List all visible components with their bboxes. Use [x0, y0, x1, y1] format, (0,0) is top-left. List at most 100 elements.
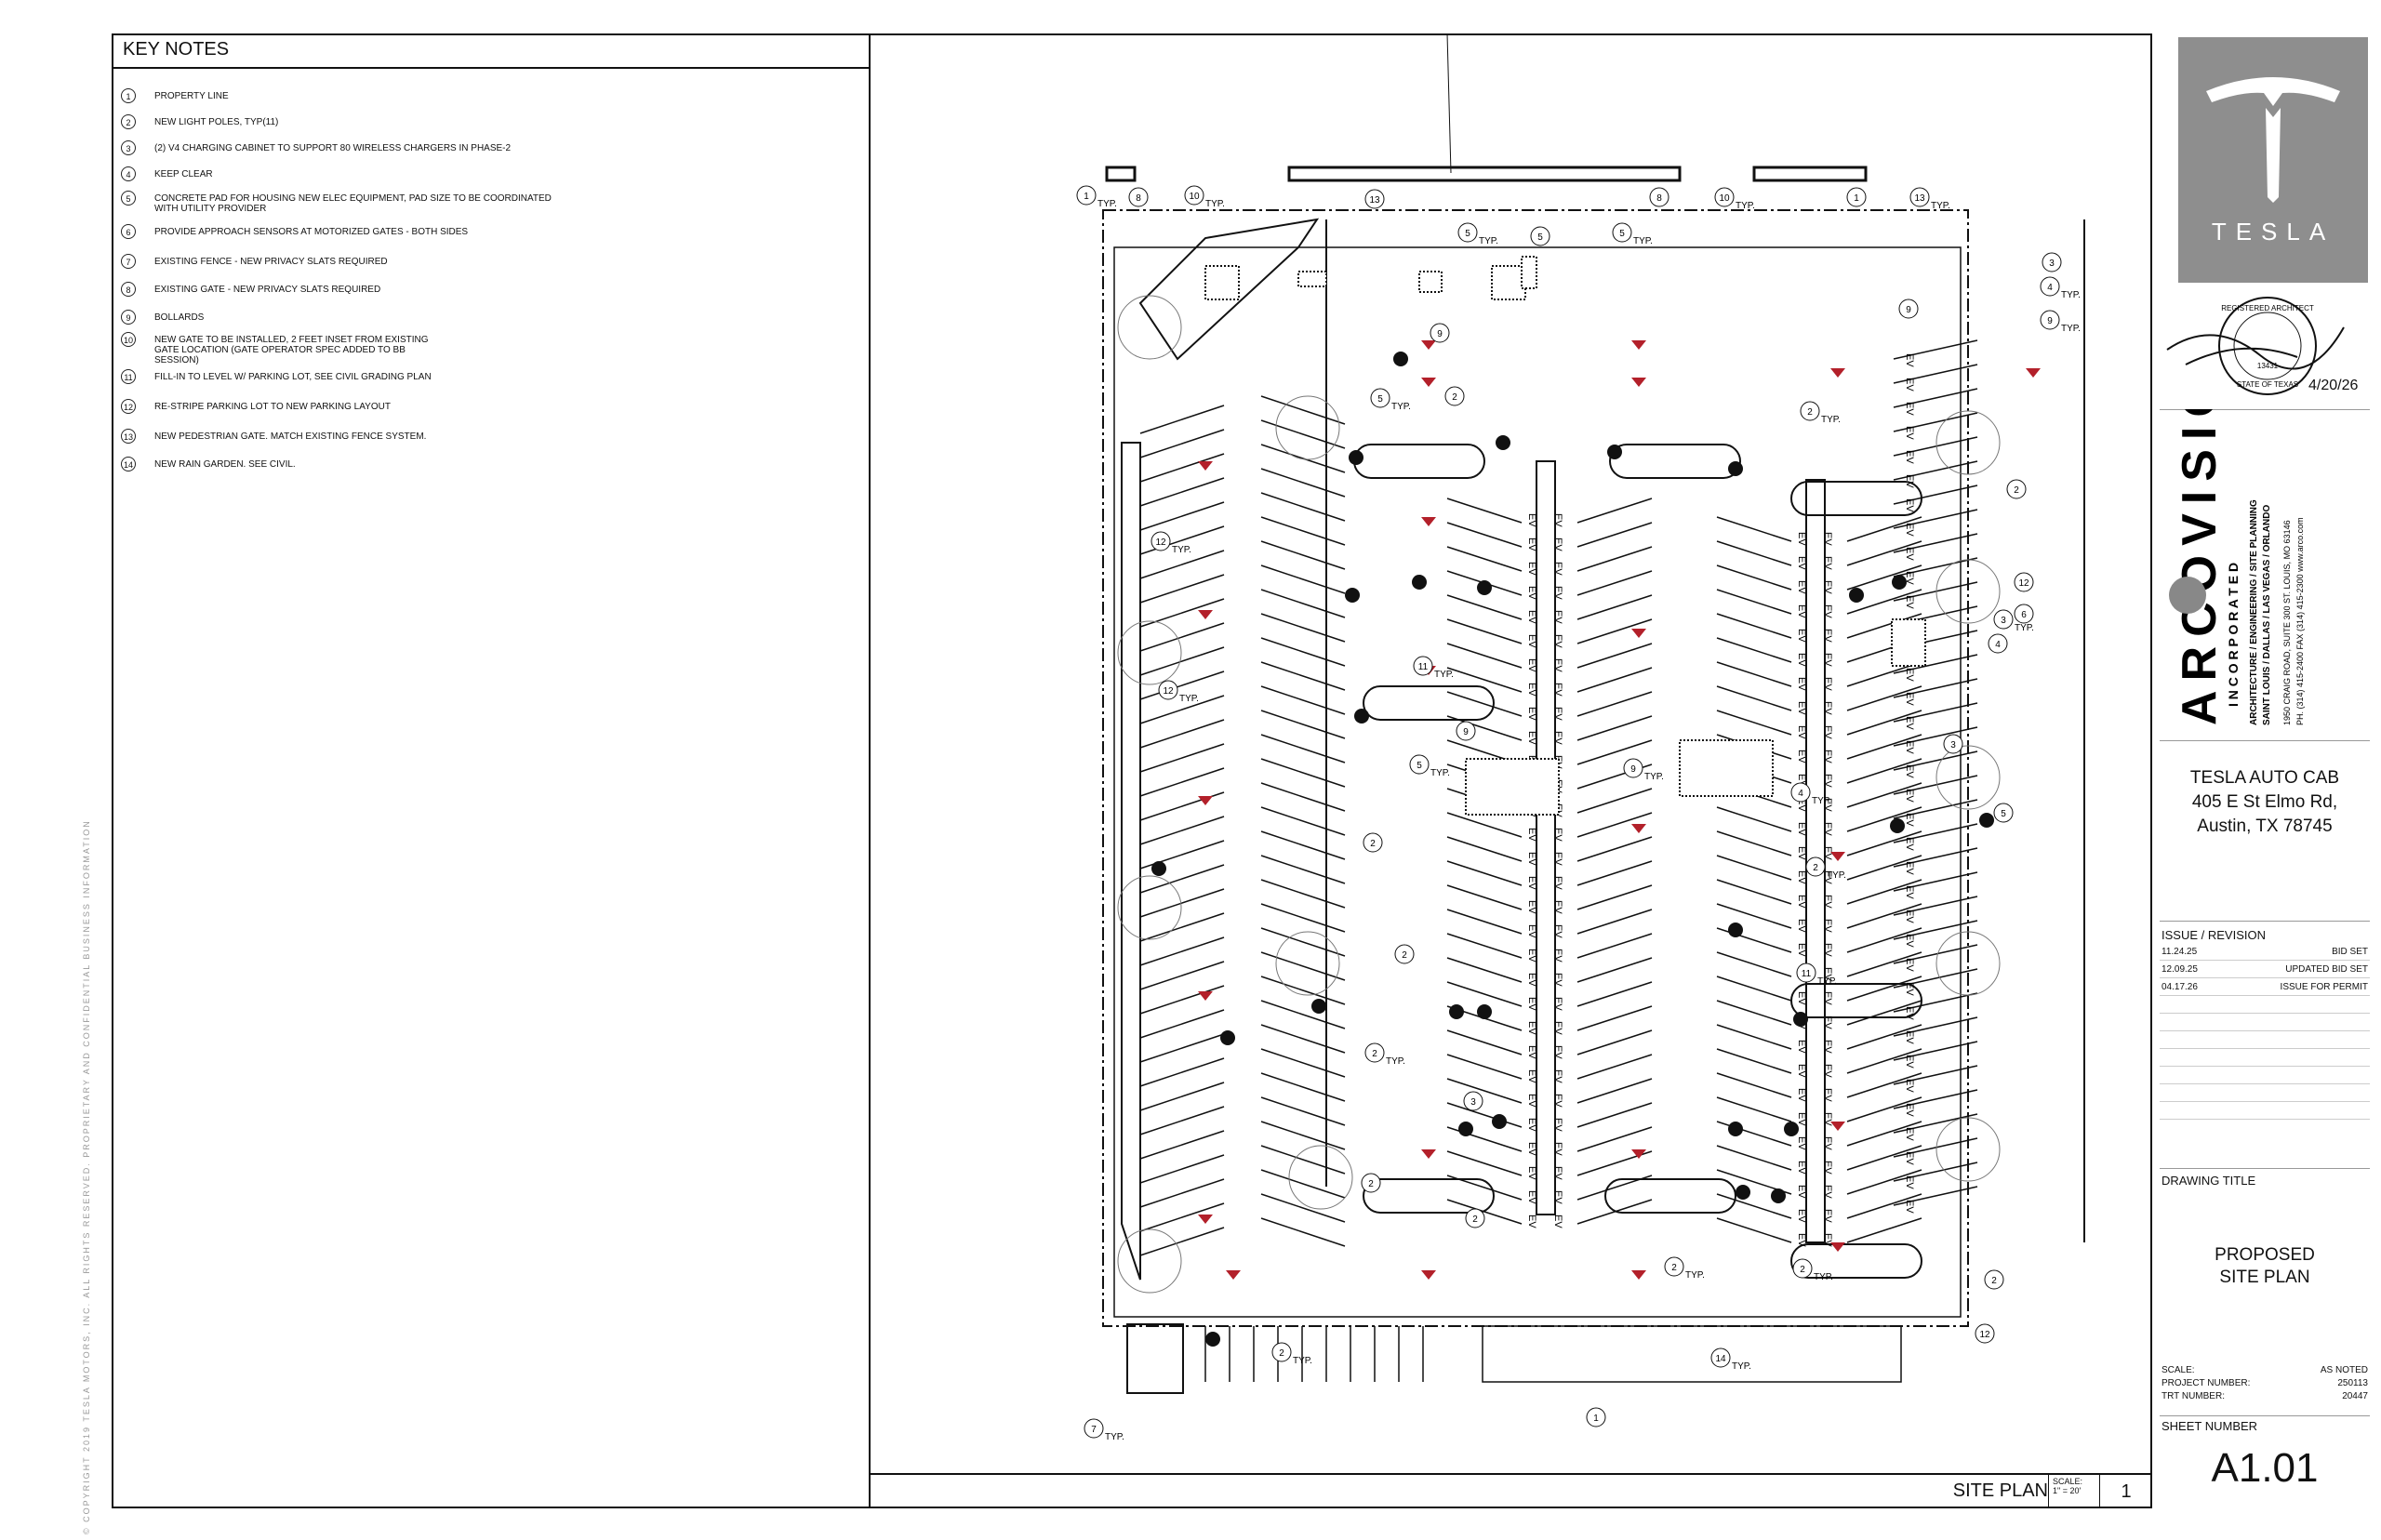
- ev-stall-label: EV: [1822, 532, 1833, 546]
- callout-typ: TYP.: [1205, 199, 1225, 209]
- ev-stall-label: EV: [1904, 547, 1915, 561]
- copyright-notice: © COPYRIGHT 2019 TESLA MOTORS, INC. ALL …: [82, 819, 91, 1534]
- ev-stall-label: EV: [1526, 900, 1537, 914]
- ev-stall-label: EV: [1552, 731, 1563, 745]
- callout-bubble: [1984, 1269, 2004, 1290]
- stall-line: [1893, 702, 1978, 723]
- stall-line: [1260, 1048, 1346, 1078]
- ev-stall-label: EV: [1904, 1200, 1915, 1214]
- ev-stall-label: EV: [1904, 909, 1915, 923]
- ev-stall-label: EV: [1822, 895, 1833, 909]
- stall-line: [1846, 734, 1922, 760]
- stall-line: [1139, 1202, 1225, 1232]
- light-pole: [1728, 1122, 1743, 1136]
- ev-stall-label: EV: [1904, 402, 1915, 416]
- stall-line: [1260, 492, 1346, 522]
- project-name: TESLA AUTO CAB: [2189, 768, 2340, 788]
- stall-line: [1846, 1145, 1922, 1171]
- stall-line: [1446, 667, 1523, 693]
- ev-stall-label: EV: [1904, 692, 1915, 706]
- stall-line: [1716, 830, 1792, 856]
- ev-stall-label: EV: [1822, 1040, 1833, 1054]
- callout-typ: TYP.: [1827, 870, 1846, 881]
- traffic-arrow: [1421, 1149, 1436, 1159]
- scale-label: SCALE:: [2053, 1477, 2083, 1486]
- callout-number: 5: [1377, 394, 1383, 405]
- ev-stall-label: EV: [1552, 876, 1563, 890]
- light-pole: [1492, 1114, 1507, 1129]
- concrete-pad: [1491, 265, 1526, 300]
- stall-line: [1446, 594, 1523, 620]
- firm-services: ARCHITECTURE / ENGINEERING / SITE PLANNI…: [2249, 499, 2259, 725]
- stall-line: [1260, 516, 1346, 546]
- ev-stall-label: EV: [1796, 895, 1807, 909]
- stall-line: [1139, 453, 1225, 483]
- tree-circle: [1275, 931, 1340, 996]
- ev-stall-label: EV: [1526, 1094, 1537, 1108]
- traffic-arrow: [1830, 1122, 1845, 1131]
- callout-bubble: [1993, 609, 2014, 630]
- traffic-arrow: [1198, 610, 1213, 619]
- key-note-number: 3: [121, 140, 136, 155]
- lot-edge: [1113, 246, 1962, 1318]
- stall-line: [1139, 1057, 1225, 1087]
- tesla-t-icon: [2206, 77, 2340, 203]
- light-pole: [1607, 445, 1622, 459]
- svg-text:STATE OF TEXAS: STATE OF TEXAS: [2237, 380, 2298, 389]
- callout-bubble: [1084, 1418, 1104, 1439]
- stall-line: [1260, 540, 1346, 570]
- callout-typ: TYP.: [1179, 694, 1199, 704]
- stall-line: [1139, 743, 1225, 773]
- stall-line: [1139, 695, 1225, 724]
- stall-line: [1846, 661, 1922, 687]
- stall-line: [1446, 1150, 1523, 1176]
- callout-number: 6: [2021, 610, 2027, 620]
- callout-number: 3: [1950, 740, 1956, 750]
- callout-number: 2: [1402, 950, 1407, 961]
- stall-line: [1846, 1000, 1922, 1026]
- rain-garden: [1482, 1325, 1902, 1383]
- ev-stall-label: EV: [1904, 1151, 1915, 1165]
- callout-typ: TYP.: [1821, 415, 1841, 425]
- traffic-arrow: [1631, 1149, 1646, 1159]
- firm-name: ARCOVISION: [2173, 409, 2227, 725]
- callout-bubble: [2042, 252, 2062, 272]
- ev-stall-label: EV: [1526, 707, 1537, 721]
- callout-number: 2: [1472, 1215, 1478, 1225]
- firm-inc: I N C O R P O R A T E D: [2226, 563, 2241, 707]
- stall-line: [1846, 879, 1922, 905]
- light-pole: [1496, 435, 1510, 450]
- stall-line: [1139, 864, 1225, 894]
- ev-stall-label: EV: [1552, 1069, 1563, 1083]
- ev-stall-label: EV: [1526, 1215, 1537, 1228]
- callout-number: 1: [1084, 192, 1089, 202]
- issue-row-line: [2160, 995, 2370, 996]
- ev-stall-label: EV: [1822, 991, 1833, 1005]
- ev-stall-label: EV: [1796, 846, 1807, 860]
- callout-number: 7: [1091, 1425, 1097, 1435]
- light-pole: [1393, 352, 1408, 366]
- meta-key: SCALE:: [2162, 1365, 2195, 1375]
- ev-stall-label: EV: [1822, 943, 1833, 957]
- stall-line: [1716, 855, 1792, 881]
- ev-stall-label: EV: [1796, 991, 1807, 1005]
- ev-stall-label: EV: [1822, 556, 1833, 570]
- stall-line: [1893, 775, 1978, 795]
- key-note-text: FILL-IN TO LEVEL W/ PARKING LOT, SEE CIV…: [154, 372, 432, 382]
- stall-line: [1893, 678, 1978, 698]
- stall-line: [1846, 903, 1922, 929]
- stall-line: [1139, 912, 1225, 942]
- curb: [1138, 218, 1320, 361]
- callout-typ: TYP.: [1736, 201, 1755, 211]
- callout-bubble: [1800, 401, 1820, 421]
- callout-bubble: [1463, 1091, 1483, 1111]
- stall-line: [1716, 879, 1792, 905]
- ev-stall-label: EV: [1822, 1136, 1833, 1150]
- meta-value: 20447: [2342, 1391, 2368, 1401]
- parking-island: [1604, 1178, 1736, 1214]
- planter: [1752, 166, 1868, 182]
- stall-line: [1716, 1121, 1792, 1147]
- light-pole: [1477, 1004, 1492, 1019]
- ev-stall-label: EV: [1552, 658, 1563, 672]
- ev-stall-label: EV: [1552, 1021, 1563, 1035]
